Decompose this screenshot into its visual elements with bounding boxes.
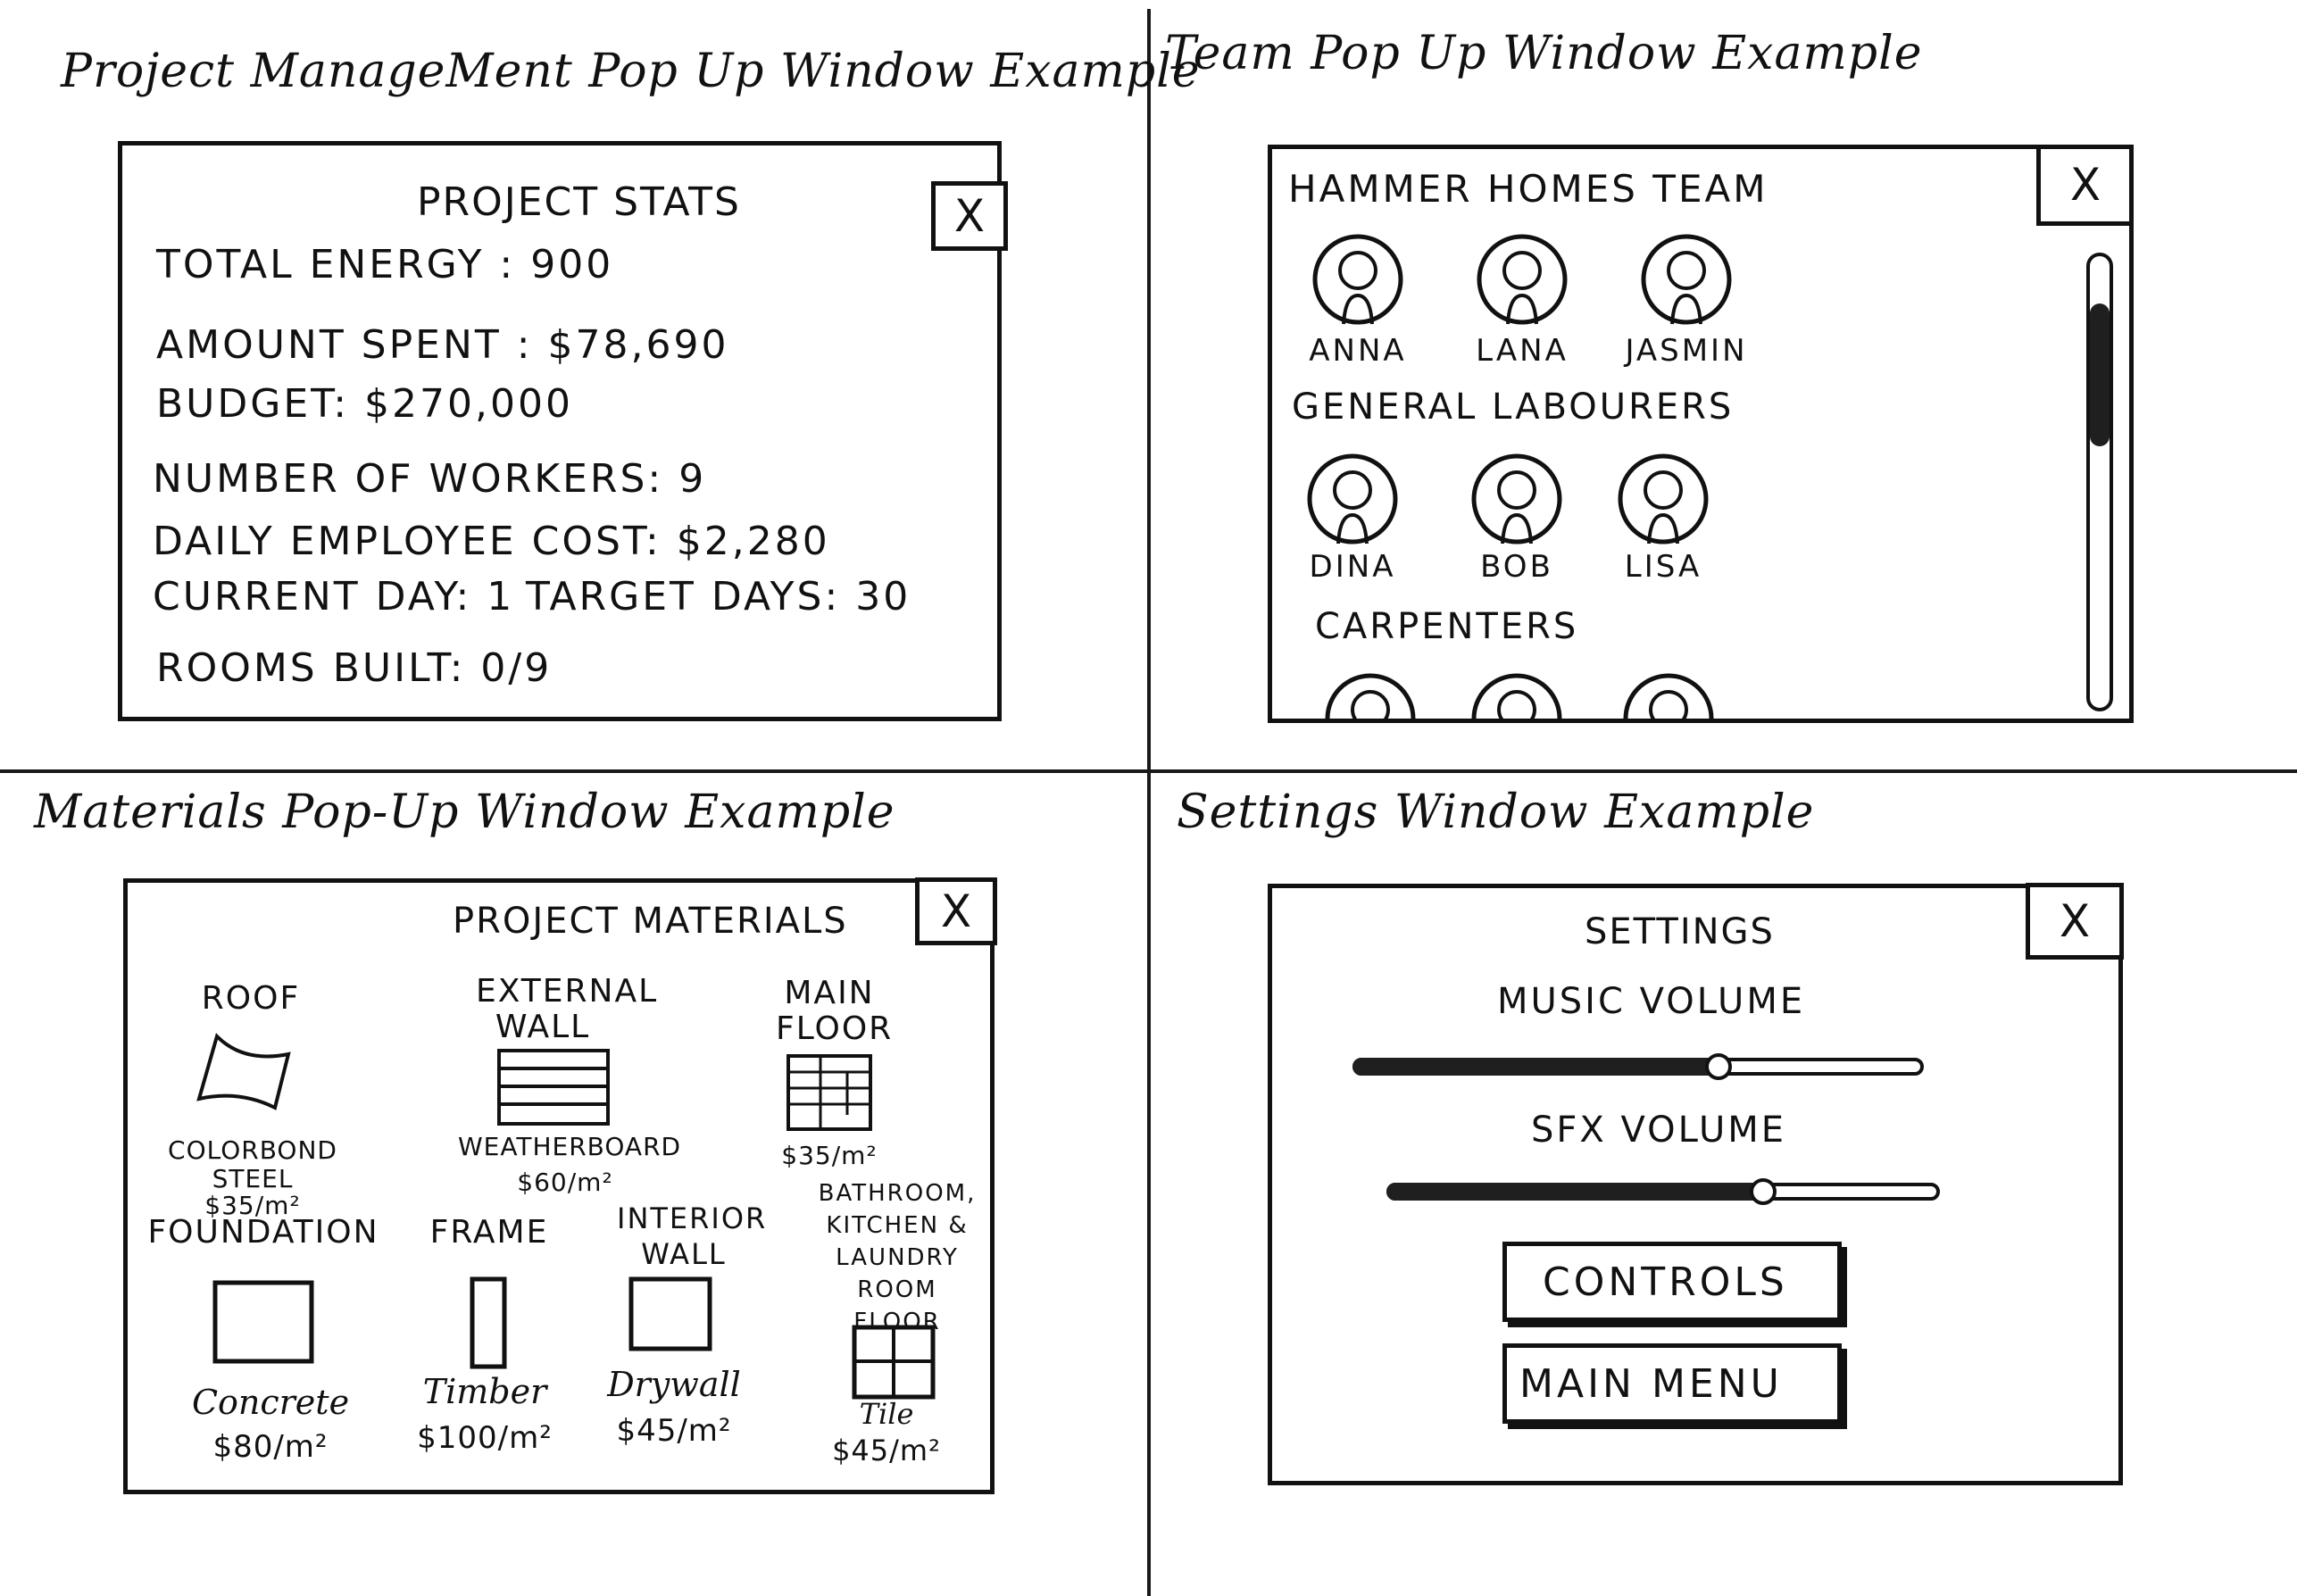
timber-icon[interactable]: [462, 1274, 515, 1372]
close-icon: X: [2069, 159, 2101, 211]
close-icon: X: [2059, 895, 2091, 947]
close-icon: X: [940, 885, 972, 937]
budget: BUDGET: $270,000: [156, 381, 573, 427]
material-name: COLORBOND STEEL: [168, 1135, 337, 1193]
material-category: INTERIOR WALL: [617, 1201, 768, 1271]
material-price: $60/m²: [517, 1168, 613, 1197]
member-name: DINA: [1309, 549, 1396, 585]
controls-button-label: CONTROLS: [1543, 1259, 1788, 1305]
avatar-icon[interactable]: [1474, 231, 1570, 328]
slider-fill: [1386, 1183, 1763, 1201]
team-window: X HAMMER HOMES TEAM ANNA LANA JASMIN GEN…: [1268, 145, 2134, 723]
scrollbar[interactable]: [2077, 251, 2122, 715]
current-day: CURRENT DAY: 1: [153, 574, 515, 619]
section-title-materials: Materials Pop-Up Window Example: [34, 786, 895, 839]
main-menu-button-label: MAIN MENU: [1519, 1360, 1783, 1407]
section-title-team: Team Pop Up Window Example: [1165, 27, 1923, 80]
amount-spent: AMOUNT SPENT : $78,690: [156, 322, 729, 368]
music-volume-slider[interactable]: [1352, 1049, 1924, 1085]
material-category: FRAME: [429, 1214, 549, 1251]
tile-icon[interactable]: [849, 1322, 938, 1402]
sfx-volume-slider[interactable]: [1386, 1174, 1940, 1209]
materials-window: X PROJECT MATERIALS ROOF COLORBOND STEEL…: [123, 877, 997, 1494]
member-name: ANNA: [1309, 333, 1407, 369]
member-name: LANA: [1476, 333, 1569, 369]
material-category: MAIN FLOOR: [776, 975, 894, 1047]
weatherboard-icon[interactable]: [495, 1047, 612, 1127]
project-stats-window: X PROJECT STATS TOTAL ENERGY : 900 AMOUN…: [118, 141, 1008, 721]
drywall-icon[interactable]: [626, 1274, 715, 1354]
material-name: Timber: [422, 1372, 547, 1411]
rooms-built: ROOMS BUILT: 0/9: [156, 645, 553, 691]
avatar-icon[interactable]: [1322, 670, 1419, 723]
roof-steel-icon[interactable]: [190, 1027, 297, 1117]
slider-knob[interactable]: [1705, 1053, 1732, 1080]
material-price: $35/m²: [204, 1191, 301, 1220]
close-icon: X: [953, 190, 986, 242]
close-button[interactable]: X: [2026, 883, 2124, 960]
close-button[interactable]: X: [931, 181, 1008, 251]
material-category: BATHROOM, KITCHEN & LAUNDRY ROOM FLOOR: [818, 1180, 977, 1335]
settings-window: X SETTINGS MUSIC VOLUME SFX VOLUME CONTR…: [1268, 883, 2124, 1485]
daily-employee-cost: DAILY EMPLOYEE COST: $2,280: [153, 519, 830, 564]
close-button[interactable]: X: [915, 877, 997, 945]
avatar-icon[interactable]: [1469, 670, 1565, 723]
material-category: FOUNDATION: [147, 1214, 379, 1251]
avatar-icon[interactable]: [1469, 451, 1565, 547]
concrete-icon[interactable]: [210, 1277, 317, 1367]
avatar-icon[interactable]: [1638, 231, 1735, 328]
horizontal-divider: [0, 769, 2297, 773]
popup-heading: SETTINGS: [1585, 911, 1775, 952]
material-category: EXTERNAL WALL: [476, 973, 659, 1045]
material-price: $35/m²: [781, 1141, 878, 1170]
team-heading: HAMMER HOMES TEAM: [1288, 167, 1769, 211]
material-price: $100/m²: [417, 1420, 553, 1456]
main-floor-icon[interactable]: [785, 1052, 874, 1133]
total-energy: TOTAL ENERGY : 900: [156, 242, 614, 287]
popup-heading: PROJECT MATERIALS: [453, 901, 848, 942]
avatar-icon[interactable]: [1620, 670, 1717, 723]
avatar-icon[interactable]: [1304, 451, 1401, 547]
member-name: BOB: [1480, 549, 1553, 585]
slider-fill: [1352, 1058, 1719, 1076]
member-name: JASMIN: [1625, 333, 1748, 369]
scrollbar-thumb[interactable]: [2090, 303, 2110, 446]
main-menu-button[interactable]: MAIN MENU: [1502, 1343, 1842, 1424]
material-category: ROOF: [201, 980, 301, 1017]
close-button[interactable]: X: [2036, 149, 2129, 226]
target-days: TARGET DAYS: 30: [526, 574, 911, 619]
music-volume-label: MUSIC VOLUME: [1497, 981, 1806, 1022]
controls-button[interactable]: CONTROLS: [1502, 1242, 1842, 1322]
member-name: LISA: [1624, 549, 1702, 585]
popup-heading: PROJECT STATS: [417, 179, 741, 225]
material-price: $45/m²: [832, 1434, 941, 1467]
group-label: GENERAL LABOURERS: [1292, 387, 1735, 428]
material-name: Tile: [859, 1397, 914, 1431]
avatar-icon[interactable]: [1615, 451, 1711, 547]
number-of-workers: NUMBER OF WORKERS: 9: [153, 456, 707, 502]
material-name: Drywall: [607, 1365, 741, 1404]
group-label: CARPENTERS: [1315, 606, 1579, 647]
section-title-project: Project ManageMent Pop Up Window Example: [61, 45, 1201, 98]
material-name: Concrete: [191, 1383, 350, 1422]
material-price: $45/m²: [616, 1413, 732, 1449]
sfx-volume-label: SFX VOLUME: [1531, 1110, 1787, 1151]
material-name: WEATHERBOARD: [458, 1132, 682, 1161]
section-title-settings: Settings Window Example: [1177, 786, 1815, 839]
vertical-divider: [1147, 9, 1151, 1596]
avatar-icon[interactable]: [1310, 231, 1406, 328]
slider-knob[interactable]: [1750, 1178, 1777, 1205]
material-price: $80/m²: [212, 1429, 329, 1465]
